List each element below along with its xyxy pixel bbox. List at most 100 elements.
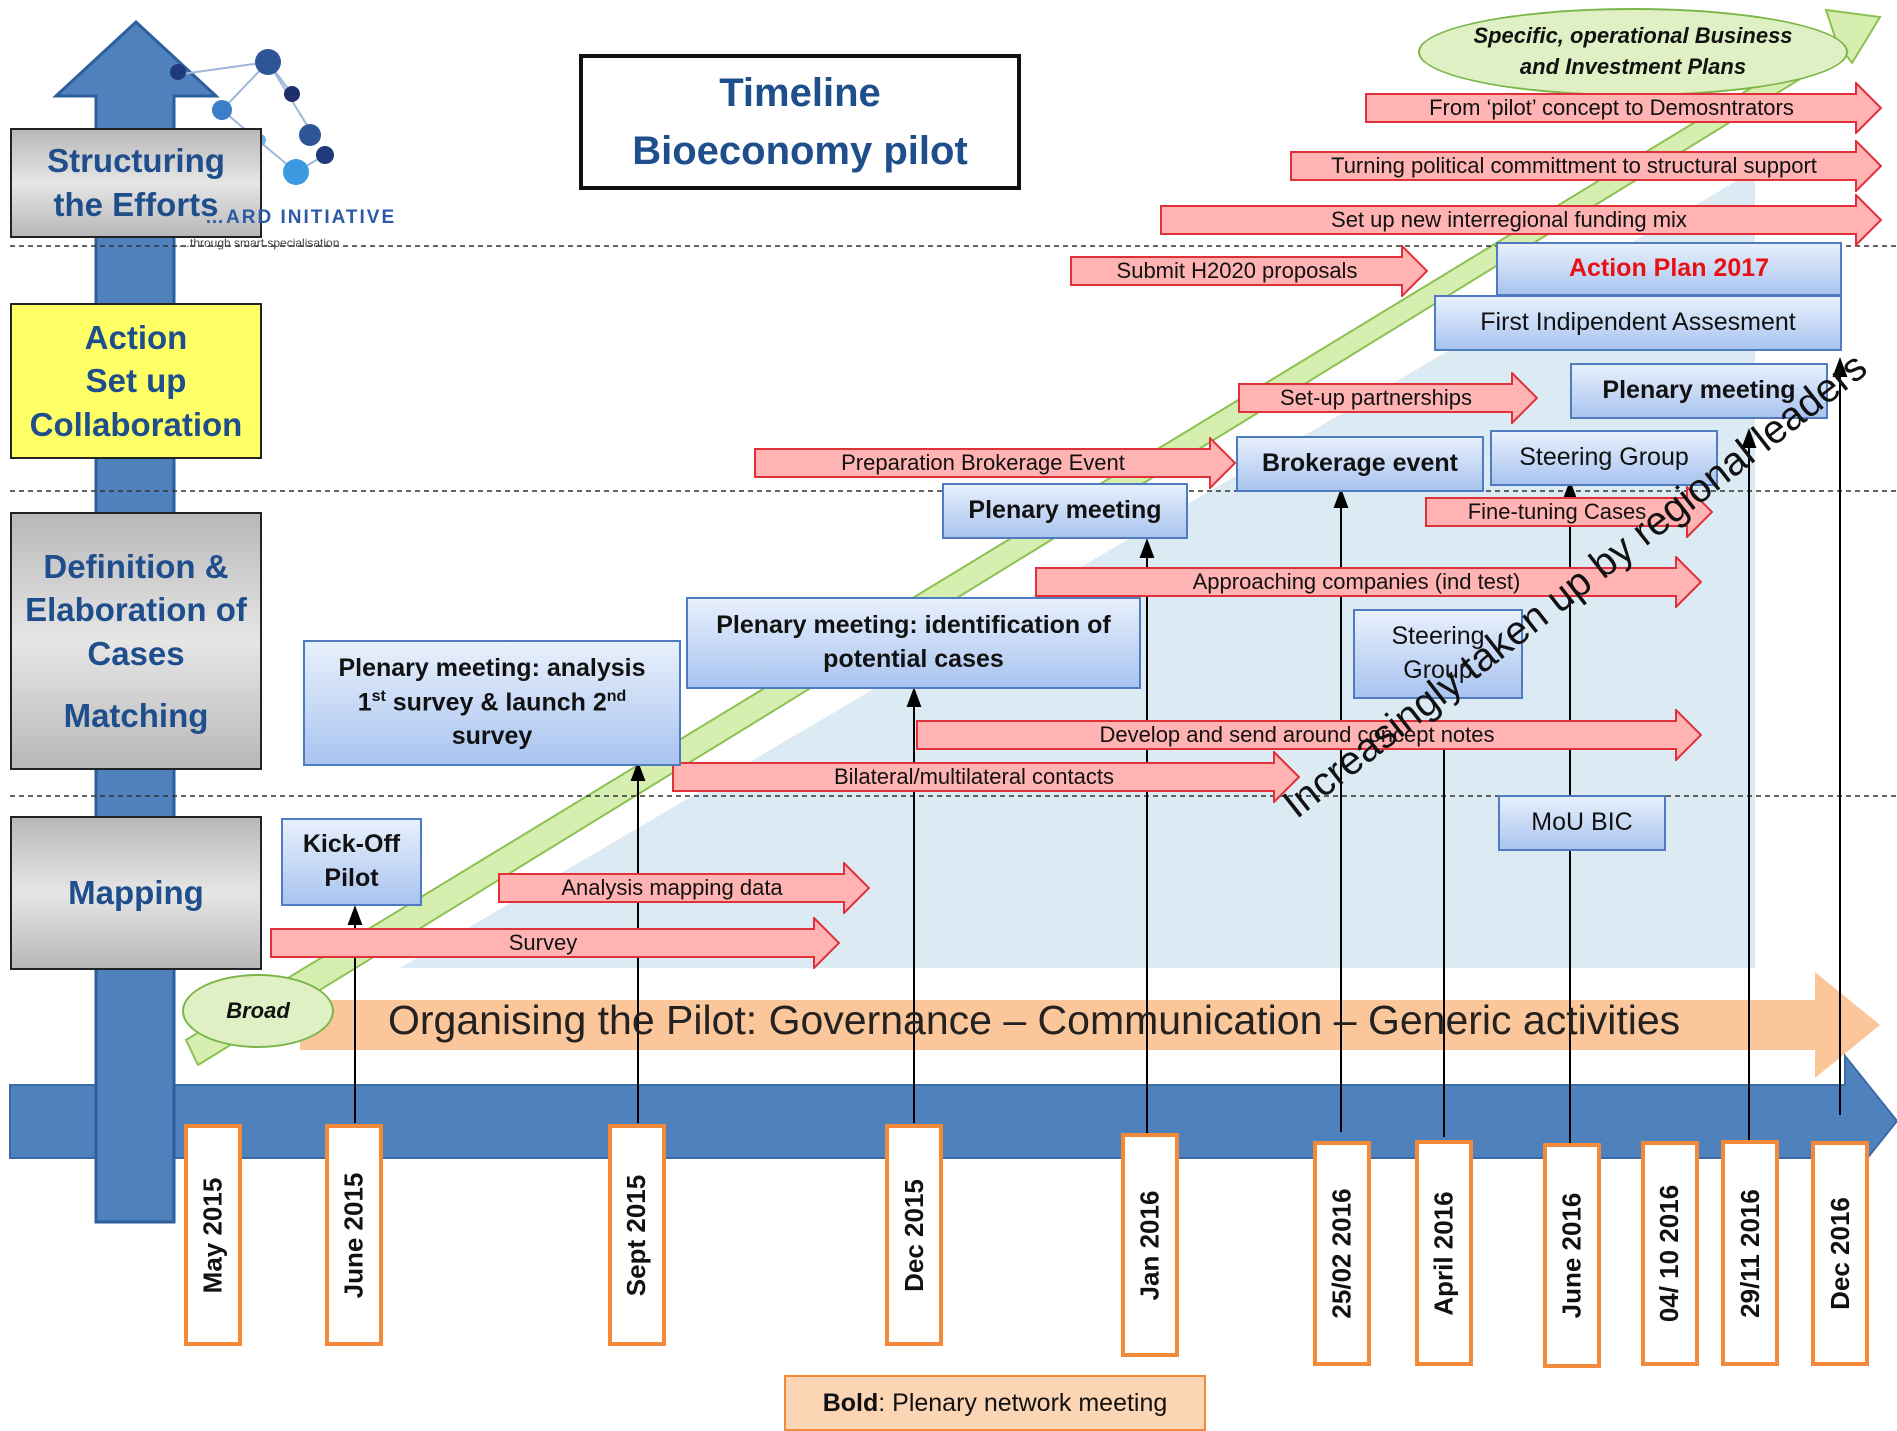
date-label: June 2015 xyxy=(325,1124,383,1346)
date-label: Jan 2016 xyxy=(1121,1133,1179,1357)
date-text: April 2016 xyxy=(1428,1190,1459,1316)
level-label: Collaboration xyxy=(29,405,243,443)
arrow-label: Preparation Brokerage Event xyxy=(841,450,1125,475)
arrow-label: Survey xyxy=(508,930,578,955)
activity-arrow: Set up new interregional funding mix xyxy=(1160,194,1882,246)
specific-plans-oval: Specific, operational Business and Inves… xyxy=(1418,8,1848,96)
arrow-label: Turning political committment to structu… xyxy=(1331,153,1817,178)
date-label: 25/02 2016 xyxy=(1313,1141,1371,1366)
date-text: Dec 2016 xyxy=(1824,1197,1855,1310)
level-label: Set up xyxy=(85,362,187,400)
level-label: the Efforts xyxy=(53,186,219,223)
activity-arrow: Develop and send around concept notes xyxy=(916,709,1702,761)
time-axis-arrow xyxy=(9,1053,1897,1189)
level-label: Matching xyxy=(63,696,209,734)
box-line: Pilot xyxy=(324,864,379,892)
level-label: Mapping xyxy=(68,874,204,912)
diagram-title: Timeline Bioeconomy pilot xyxy=(579,54,1021,190)
date-text: 25/02 2016 xyxy=(1326,1188,1357,1319)
date-label: 29/11 2016 xyxy=(1721,1140,1779,1366)
box-text: nd xyxy=(606,687,627,705)
activity-arrow: Analysis mapping data xyxy=(498,862,870,914)
date-label: April 2016 xyxy=(1415,1140,1473,1366)
plenary-meeting-box: Plenary meeting xyxy=(1570,363,1828,419)
box-line: survey xyxy=(451,722,533,751)
oval-line: and Investment Plans xyxy=(1519,54,1747,79)
mou-bic-box: MoU BIC xyxy=(1498,795,1666,851)
activity-arrow: Survey xyxy=(270,917,840,969)
date-text: 29/11 2016 xyxy=(1734,1188,1765,1318)
arrow-label: Set up new interregional funding mix xyxy=(1331,207,1687,232)
logo-name: …ARD INITIATIVE xyxy=(205,207,397,228)
date-text: Sept 2015 xyxy=(621,1174,652,1296)
steering-group-box: Steering Group xyxy=(1490,430,1718,486)
date-text: 04/ 10 2016 xyxy=(1654,1184,1685,1323)
date-text: June 2015 xyxy=(338,1172,369,1298)
broad-oval: Broad xyxy=(182,974,334,1048)
level-label: Definition & xyxy=(43,547,229,585)
level-structuring: Structuring the Efforts xyxy=(10,128,262,238)
box-text: st xyxy=(371,687,386,705)
arrow-label: Bilateral/multilateral contacts xyxy=(833,764,1114,789)
activity-arrow: Fine-tuning Cases xyxy=(1425,486,1713,538)
kickoff-box: Kick-Off Pilot xyxy=(281,818,422,906)
box-line: Plenary meeting: identification of xyxy=(716,611,1111,640)
activity-arrow: Preparation Brokerage Event xyxy=(754,437,1236,489)
box-line: potential cases xyxy=(823,645,1004,673)
arrow-label: Develop and send around concept notes xyxy=(1099,722,1495,747)
activity-arrow: Bilateral/multilateral contacts xyxy=(672,751,1300,803)
activity-arrow: Turning political committment to structu… xyxy=(1290,140,1882,192)
date-marker-arrows xyxy=(347,357,1848,1147)
date-text: May 2015 xyxy=(197,1177,228,1293)
activity-arrow: From ‘pilot’ concept to Demosntrators xyxy=(1365,82,1882,134)
date-label: 04/ 10 2016 xyxy=(1641,1141,1699,1366)
title-line-2: Bioeconomy pilot xyxy=(632,129,968,173)
legend: Bold: Plenary network meeting xyxy=(784,1375,1206,1431)
legend-text: : Plenary network meeting xyxy=(878,1388,1168,1417)
box-line: Group xyxy=(1403,656,1473,684)
date-text: Dec 2015 xyxy=(898,1178,929,1292)
brokerage-event-box: Brokerage event xyxy=(1236,436,1484,492)
oval-line: Specific, operational Business xyxy=(1473,23,1793,49)
oval-label: Broad xyxy=(226,998,290,1023)
level-label: Action xyxy=(84,318,188,356)
box-line: 1st survey & launch 2nd xyxy=(358,686,627,720)
activity-arrow: Set-up partnerships xyxy=(1238,372,1538,424)
legend-bold: Bold xyxy=(822,1388,879,1417)
level-label: Cases xyxy=(87,635,185,672)
logo-tagline: …through smart specialisation xyxy=(178,236,340,250)
steering-group-box: Steering Group xyxy=(1353,609,1523,699)
date-label: Sept 2015 xyxy=(608,1124,666,1346)
activity-arrow: Approaching companies (ind test) xyxy=(1035,556,1702,608)
date-text: June 2016 xyxy=(1556,1192,1587,1319)
date-label: Dec 2016 xyxy=(1811,1141,1869,1366)
activity-arrow: Submit H2020 proposals xyxy=(1070,245,1428,297)
action-plan-box: Action Plan 2017 xyxy=(1496,242,1842,296)
arrow-label: Analysis mapping data xyxy=(561,875,783,900)
organising-band-label: Organising the Pilot: Governance – Commu… xyxy=(388,997,1681,1043)
date-label: Dec 2015 xyxy=(885,1124,943,1346)
arrow-label: Set-up partnerships xyxy=(1280,385,1472,410)
arrow-label: Approaching companies (ind test) xyxy=(1192,569,1521,594)
date-label: June 2016 xyxy=(1543,1143,1601,1368)
box-line: Kick-Off xyxy=(302,830,401,859)
title-line-1: Timeline xyxy=(719,71,881,115)
level-mapping: Mapping xyxy=(10,816,262,970)
arrow-label: Fine-tuning Cases xyxy=(1467,499,1647,524)
box-line: Plenary meeting: analysis xyxy=(338,654,646,683)
box-text: 1 xyxy=(357,688,372,717)
box-line: Steering xyxy=(1391,622,1485,651)
plenary-meeting-box: Plenary meeting xyxy=(942,483,1188,539)
level-definition: Definition & Elaboration of Cases Matchi… xyxy=(10,512,262,770)
plenary-cases-box: Plenary meeting: identification of poten… xyxy=(686,597,1141,689)
plenary-survey-box: Plenary meeting: analysis 1st survey & l… xyxy=(303,640,681,766)
box-text: survey & launch 2 xyxy=(385,688,607,717)
arrow-label: Submit H2020 proposals xyxy=(1116,258,1358,283)
level-action: Action Set up Collaboration xyxy=(10,303,262,459)
arrow-label: From ‘pilot’ concept to Demosntrators xyxy=(1429,95,1794,120)
first-assessment-box: First Indipendent Assesment xyxy=(1434,295,1842,351)
level-label: Elaboration of xyxy=(25,591,247,629)
level-label: Structuring xyxy=(47,142,225,180)
date-label: May 2015 xyxy=(184,1124,242,1346)
organising-band xyxy=(300,972,1880,1078)
